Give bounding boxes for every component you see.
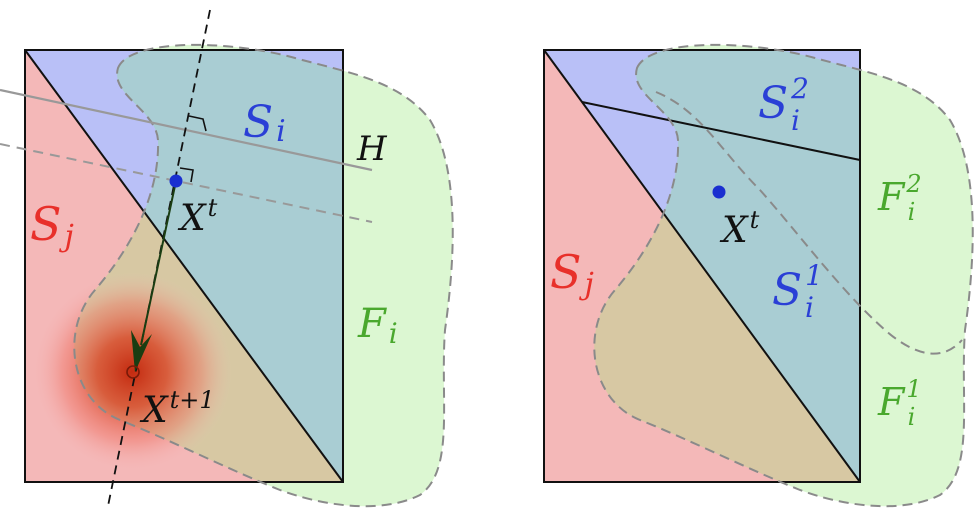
right-angle-marker-bottom: [179, 167, 194, 183]
normal-dashed-line: [107, 9, 211, 507]
left-label-xt: Xt: [177, 194, 218, 239]
right-diagonal: [543, 49, 861, 483]
left-point-xt: [169, 174, 183, 188]
step-arrow-head: [131, 330, 152, 372]
partition-dashed-curve: [655, 91, 963, 355]
right-angle-marker-top: [188, 115, 207, 132]
point-xt1: [126, 365, 140, 379]
label-h: H: [356, 129, 388, 169]
parallel-dashed-line: [0, 143, 373, 223]
right-point-xt: [712, 185, 726, 199]
right-rectangle-outline: [543, 49, 861, 483]
label-xt1: Xt+1: [139, 386, 215, 431]
split-line: [581, 101, 861, 161]
left-rectangle-outline: [24, 49, 344, 483]
right-label-xt: Xt: [719, 206, 760, 251]
step-arrow-shaft: [140, 180, 177, 346]
left-feasible-outline: [73, 43, 454, 508]
left-probability-heat: [32, 272, 232, 472]
right-feasible-outline: [593, 43, 974, 508]
left-diagonal: [24, 49, 344, 483]
